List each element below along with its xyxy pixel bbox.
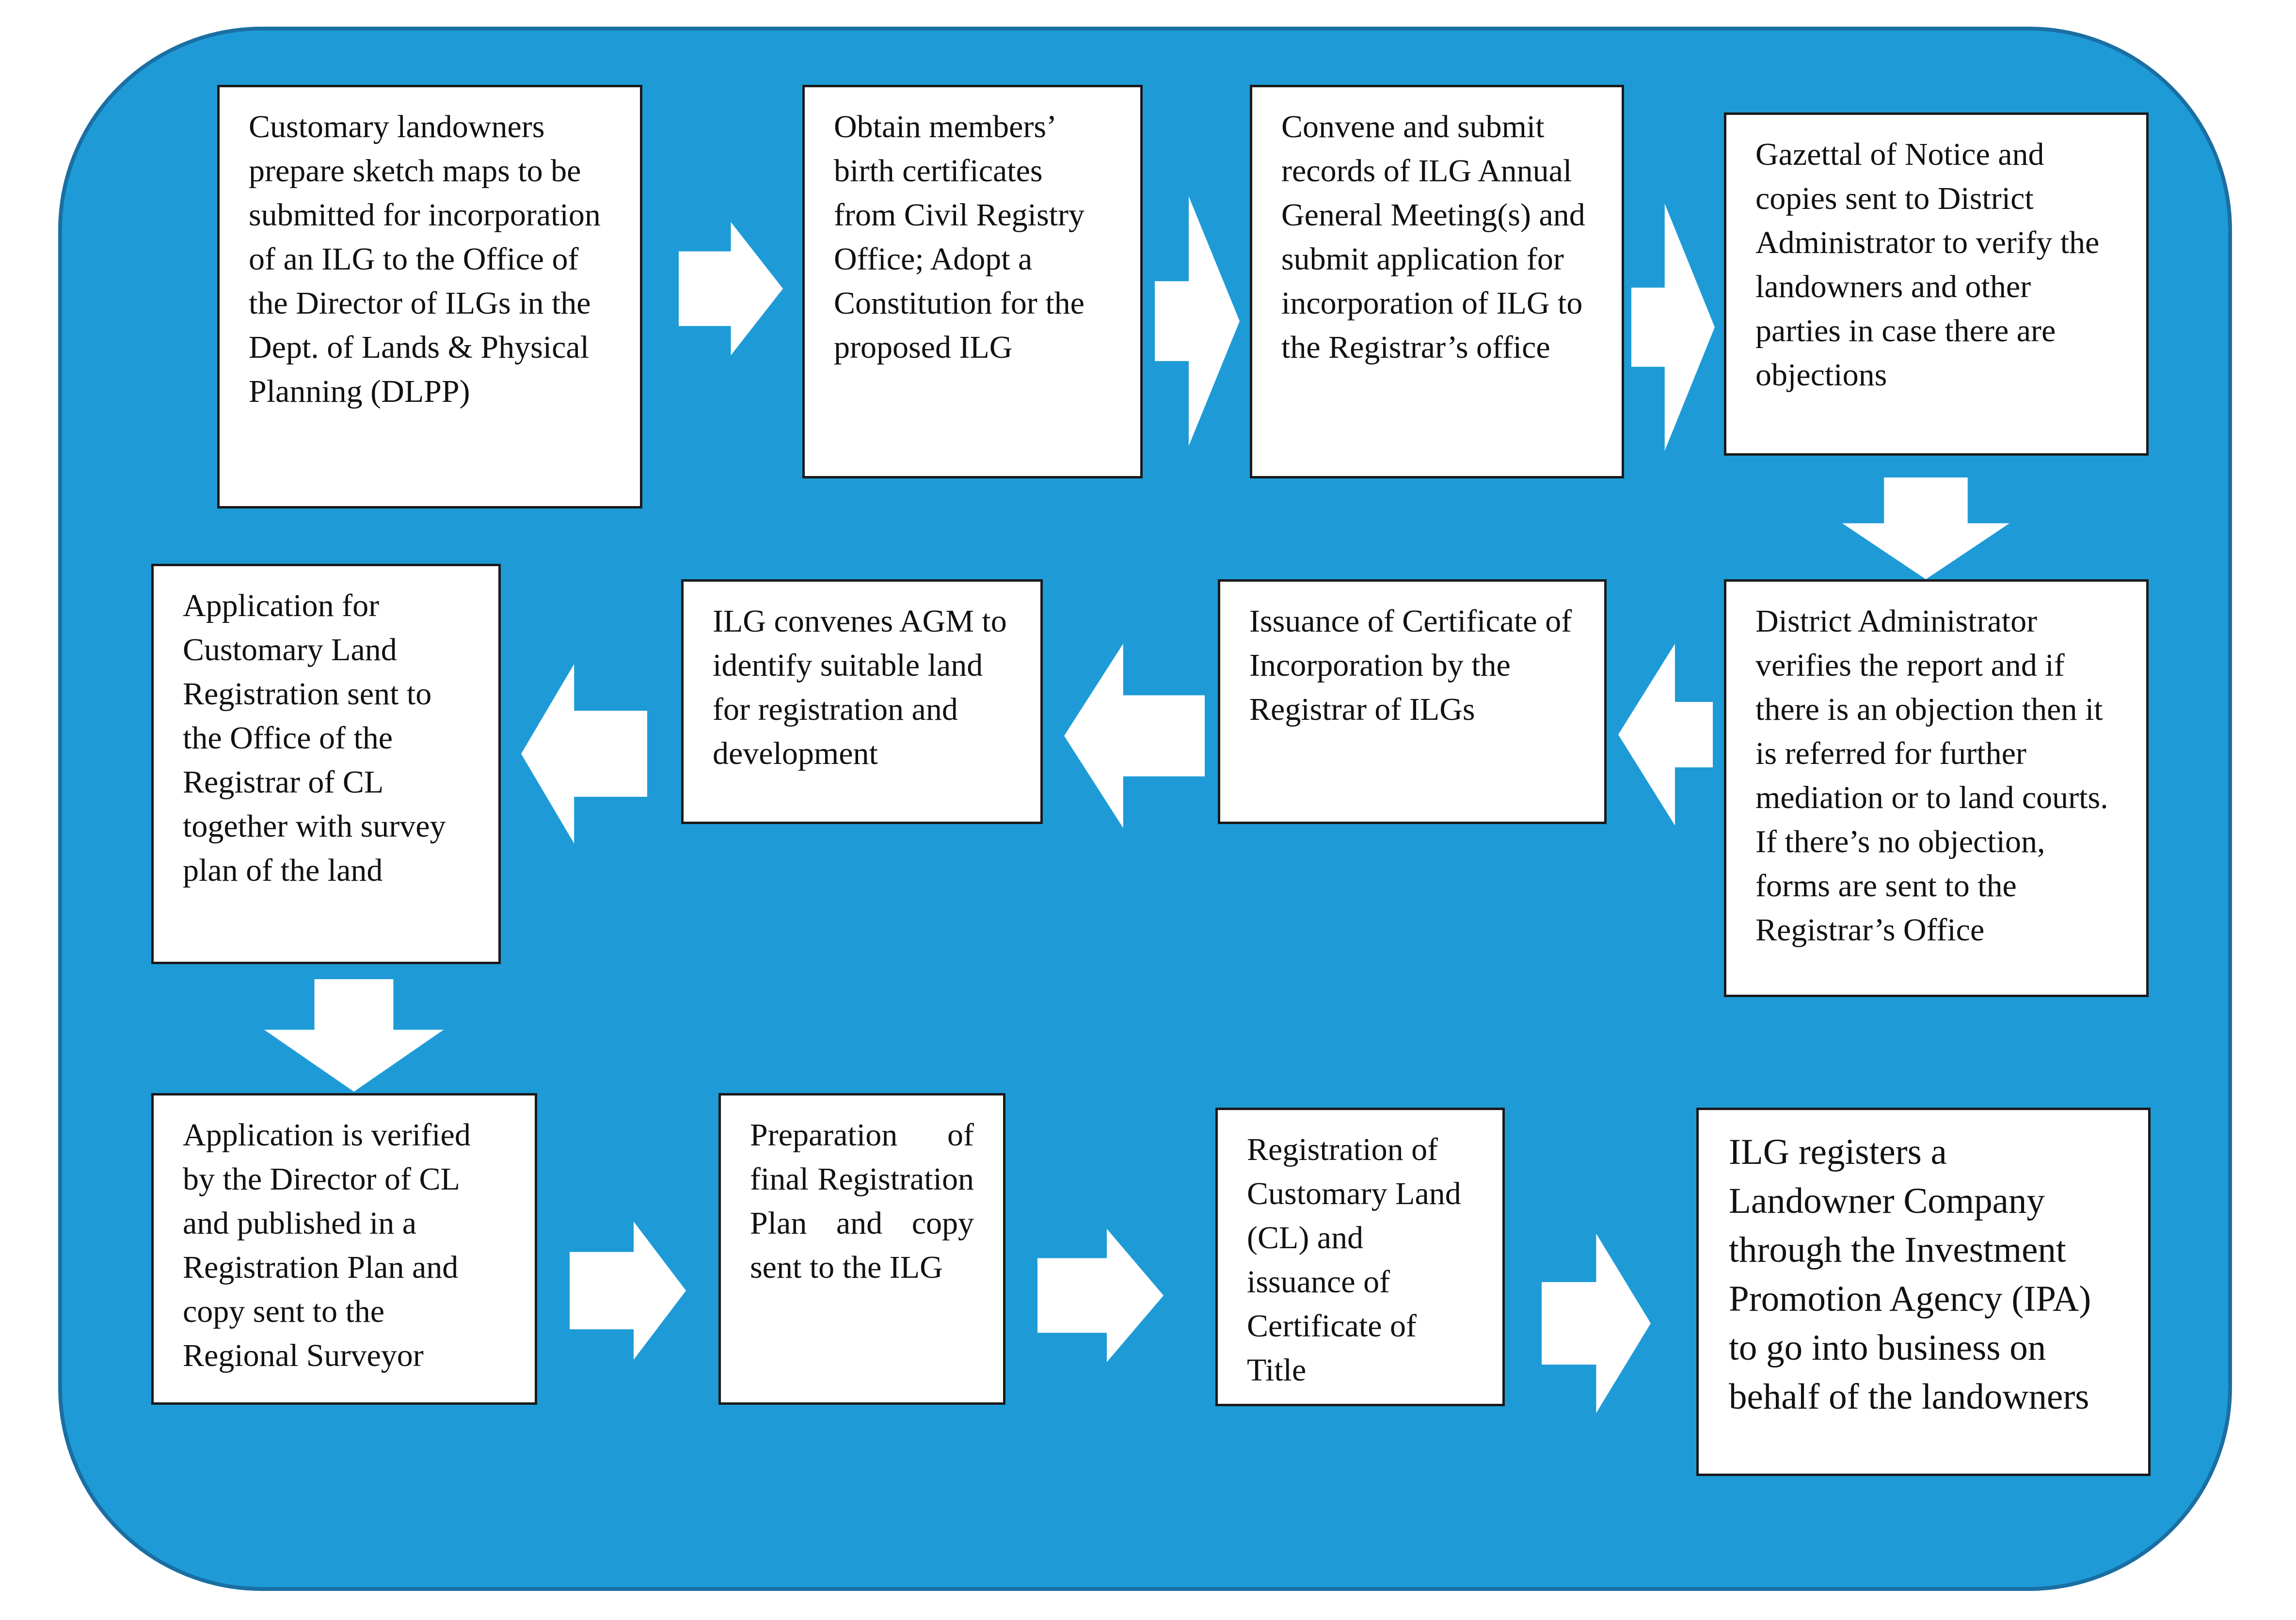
arrow-left-step5-to-step6	[1618, 644, 1713, 826]
step-10-final-registration-plan: Preparation of final Registration Plan a…	[718, 1093, 1005, 1405]
arrow-right-step1-to-step2	[679, 222, 783, 355]
arrow-down-step8-to-step9	[264, 979, 444, 1092]
step-12-landowner-company: ILG registers a Landowner Company throug…	[1696, 1108, 2151, 1476]
arrow-down-step4-to-step5	[1842, 477, 2009, 579]
step-7-ilg-agm-land: ILG convenes AGM to identify suitable la…	[681, 579, 1043, 824]
step-4-gazettal-notice: Gazettal of Notice and copies sent to Di…	[1724, 112, 2149, 456]
arrow-left-step6-to-step7	[1064, 644, 1205, 828]
step-9-verification-director-cl: Application is verified by the Director …	[151, 1093, 537, 1405]
arrow-right-step2-to-step3	[1155, 196, 1240, 446]
arrow-left-step7-to-step8	[521, 664, 647, 843]
step-2-birth-certificates: Obtain members’ birth certificates from …	[802, 85, 1143, 478]
step-6-certificate-of-incorporation: Issuance of Certificate of Incorporation…	[1218, 579, 1607, 824]
step-8-customary-land-application: Application for Customary Land Registrat…	[151, 564, 501, 964]
arrow-right-step3-to-step4	[1631, 204, 1715, 451]
arrow-right-step11-to-step12	[1542, 1234, 1651, 1413]
step-1-sketch-maps: Customary landowners prepare sketch maps…	[217, 85, 642, 508]
step-11-registration-customary-land: Registration of Customary Land (CL) and …	[1215, 1108, 1505, 1406]
step-5-district-administrator: District Administrator verifies the repo…	[1724, 579, 2149, 997]
step-3-agm-application: Convene and submit records of ILG Annual…	[1250, 85, 1624, 478]
arrow-right-step9-to-step10	[570, 1222, 686, 1360]
arrow-right-step10-to-step11	[1037, 1229, 1164, 1362]
